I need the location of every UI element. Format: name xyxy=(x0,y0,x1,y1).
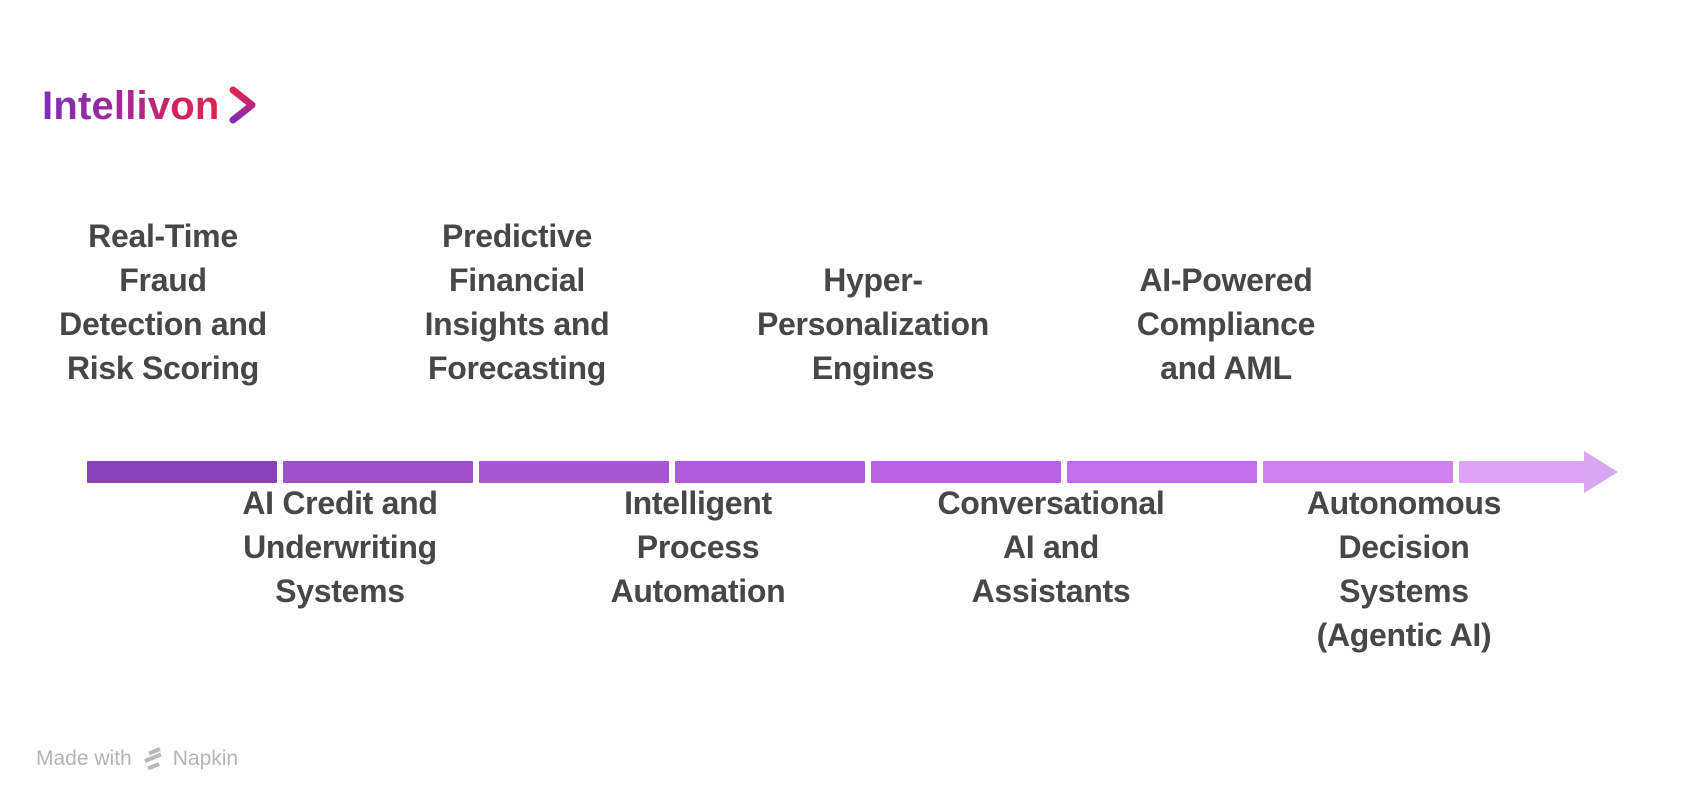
milestone-label-process-automation: Intelligent Process Automation xyxy=(610,485,786,609)
milestone-label-real-time-fraud: Real-Time Fraud Detection and Risk Scori… xyxy=(59,218,267,386)
timeline-segment-8 xyxy=(1459,461,1584,483)
milestone-label-conversational-ai: Conversational AI and Assistants xyxy=(937,485,1165,609)
logo-text: Intellivon xyxy=(42,84,220,128)
timeline-arrow xyxy=(87,451,1618,493)
chevron-right-icon xyxy=(229,86,256,124)
napkin-logo-icon xyxy=(143,747,162,771)
milestone-label-compliance-aml: AI-Powered Compliance and AML xyxy=(1136,262,1316,386)
timeline-segment-2 xyxy=(283,461,473,483)
timeline-segment-6 xyxy=(1067,461,1257,483)
arrowhead-icon xyxy=(1584,451,1618,493)
timeline-segment-7 xyxy=(1263,461,1453,483)
timeline-segment-5 xyxy=(871,461,1061,483)
timeline-segment-4 xyxy=(675,461,865,483)
milestone-label-predictive-insights: Predictive Financial Insights and Foreca… xyxy=(424,218,610,386)
watermark: Made with Napkin xyxy=(36,746,238,772)
milestone-label-ai-credit: AI Credit and Underwriting Systems xyxy=(242,485,438,609)
intellivon-logo: Intellivon xyxy=(42,86,258,126)
watermark-prefix: Made with xyxy=(36,747,132,770)
timeline-segment-3 xyxy=(479,461,669,483)
watermark-brand: Napkin xyxy=(172,747,239,770)
milestone-label-autonomous-decision: Autonomous Decision Systems (Agentic AI) xyxy=(1306,485,1502,653)
milestone-label-hyper-personalization: Hyper- Personalization Engines xyxy=(756,262,989,386)
timeline-segment-1 xyxy=(87,461,277,483)
